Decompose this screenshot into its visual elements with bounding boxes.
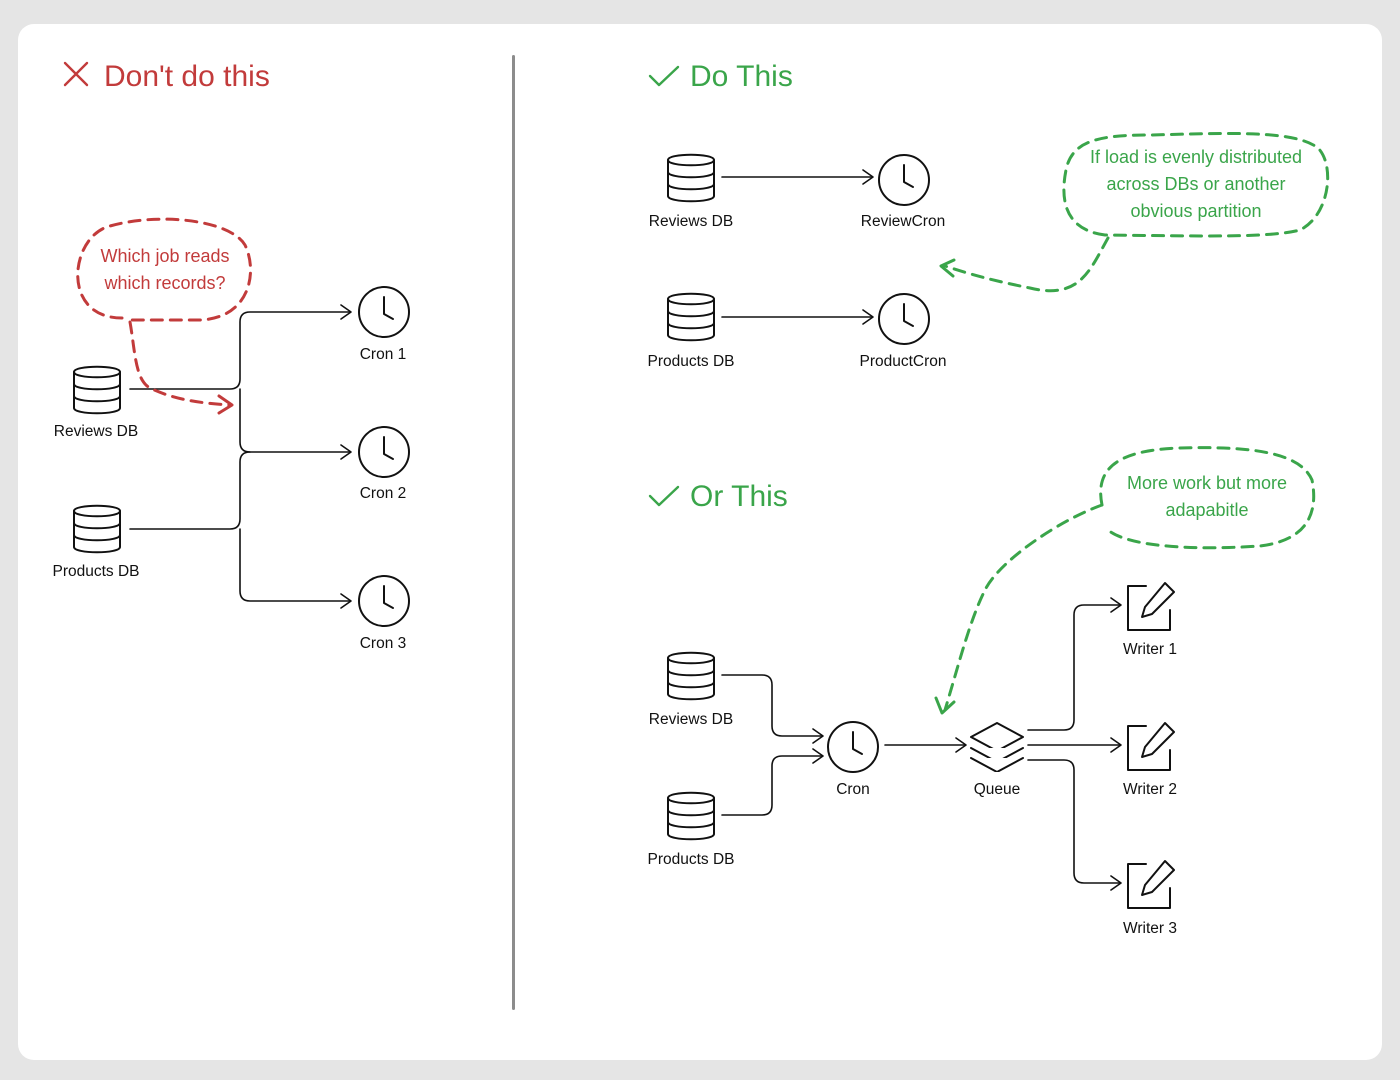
- callout-line: If load is evenly distributed: [1089, 147, 1303, 167]
- cross-icon: [62, 60, 96, 96]
- heading-text: Don't do this: [104, 60, 270, 93]
- clock-icon: [878, 293, 930, 345]
- callout-line: Which job reads: [100, 246, 230, 266]
- arrowhead: [340, 593, 352, 609]
- callout-bubble: [1099, 446, 1316, 550]
- callout-arrow: [943, 236, 1110, 293]
- node-label-cron-3: Cron 3: [359, 635, 407, 652]
- queue-layers-icon: [970, 722, 1024, 772]
- callout-text: More work but more adapabitle: [1127, 470, 1287, 524]
- node-label-queue: Queue: [973, 781, 1021, 798]
- clock-icon: [827, 721, 879, 773]
- arrowhead: [1110, 875, 1122, 891]
- heading-dont-do-this: Don't do this: [62, 60, 270, 96]
- callout-bubble: [1062, 131, 1330, 238]
- node-label-reviews-db: Reviews DB: [648, 213, 734, 230]
- database-icon: [73, 504, 121, 554]
- node-label-cron-2: Cron 2: [359, 485, 407, 502]
- database-icon: [73, 365, 121, 415]
- arrowhead: [955, 737, 967, 753]
- arrowhead: [1110, 597, 1122, 613]
- writer-edit-icon: [1127, 860, 1175, 909]
- clock-icon: [358, 575, 410, 627]
- heading-text: Or This: [690, 480, 788, 513]
- node-label-review-cron: ReviewCron: [860, 213, 946, 230]
- connector: [721, 755, 823, 816]
- node-label-writer-1: Writer 1: [1123, 641, 1177, 658]
- arrowhead: [862, 309, 874, 325]
- connector: [129, 311, 351, 390]
- callout-text: Which job reads which records?: [100, 243, 229, 297]
- check-icon: [648, 482, 682, 516]
- arrowhead: [939, 258, 956, 278]
- node-label-products-db: Products DB: [647, 851, 735, 868]
- arrowhead: [340, 304, 352, 320]
- node-label-writer-3: Writer 3: [1123, 920, 1177, 937]
- node-label-cron: Cron: [836, 781, 870, 798]
- section-divider: [512, 55, 515, 1010]
- clock-icon: [358, 286, 410, 338]
- node-label-reviews-db: Reviews DB: [648, 711, 734, 728]
- node-label-products-db: Products DB: [52, 563, 140, 580]
- callout-arrow: [128, 320, 232, 407]
- arrowhead: [812, 748, 824, 764]
- node-label-reviews-db: Reviews DB: [53, 423, 139, 440]
- node-label-products-db: Products DB: [647, 353, 735, 370]
- arrowhead: [340, 444, 352, 460]
- connector: [721, 674, 823, 737]
- database-icon: [667, 651, 715, 701]
- writer-edit-icon: [1127, 722, 1175, 771]
- callout-line: which records?: [104, 273, 226, 293]
- callout-line: across DBs or another: [1106, 174, 1286, 194]
- heading-text: Do This: [690, 60, 793, 93]
- database-icon: [667, 292, 715, 342]
- callout-line: obvious partition: [1130, 201, 1262, 221]
- database-icon: [667, 153, 715, 203]
- callout-line: More work but more: [1126, 473, 1288, 493]
- arrowhead: [862, 169, 874, 185]
- callout-line: adapabitle: [1165, 500, 1249, 520]
- database-icon: [667, 791, 715, 841]
- node-label-cron-1: Cron 1: [359, 346, 407, 363]
- node-label-writer-2: Writer 2: [1123, 781, 1177, 798]
- clock-icon: [358, 426, 410, 478]
- check-icon: [648, 62, 682, 96]
- heading-do-this: Do This: [648, 60, 793, 96]
- connector: [1027, 604, 1121, 731]
- connector: [239, 528, 351, 602]
- heading-or-this: Or This: [648, 480, 788, 516]
- clock-icon: [878, 154, 930, 206]
- callout-bubble: [76, 217, 252, 322]
- arrowhead: [217, 394, 234, 415]
- connector: [129, 451, 251, 530]
- arrowhead: [812, 728, 824, 744]
- callout-arrow: [943, 503, 1104, 712]
- arrowhead: [934, 696, 956, 715]
- connector: [239, 388, 351, 453]
- callout-text: If load is evenly distributed across DBs…: [1090, 144, 1302, 225]
- node-label-product-cron: ProductCron: [859, 353, 947, 370]
- connector: [1027, 759, 1121, 884]
- arrowhead: [1110, 737, 1122, 753]
- writer-edit-icon: [1127, 582, 1175, 631]
